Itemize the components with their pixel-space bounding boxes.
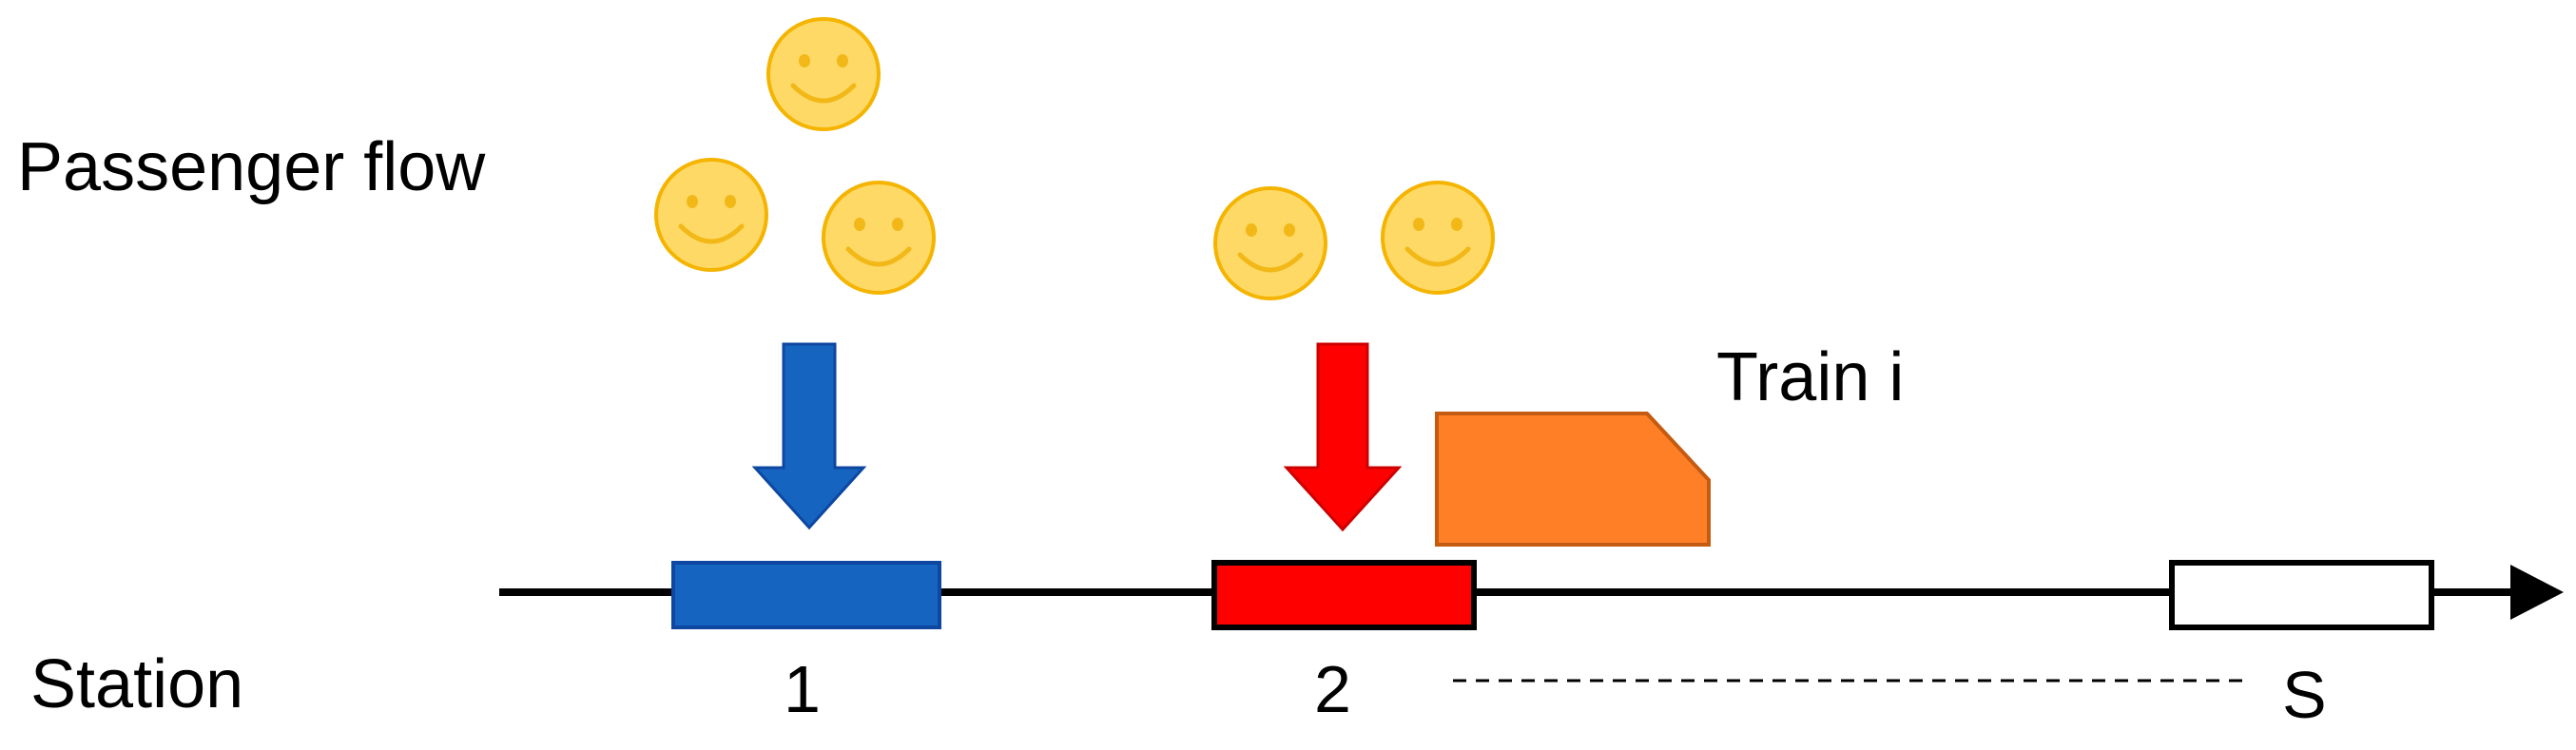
station-1-block bbox=[671, 561, 941, 629]
station-number-2: 2 bbox=[1314, 652, 1351, 726]
train-shape-icon bbox=[1435, 412, 1711, 547]
passenger-flow-label: Passenger flow bbox=[17, 129, 486, 205]
station-number-s: S bbox=[2282, 658, 2327, 732]
station-s-block bbox=[2169, 560, 2434, 630]
station-2-block bbox=[1211, 560, 1477, 630]
station-label: Station bbox=[30, 646, 244, 722]
track-arrowhead bbox=[2510, 565, 2564, 620]
train-label: Train i bbox=[1716, 339, 1905, 415]
passenger-smiley-icon bbox=[1215, 188, 1326, 298]
passenger-smiley-icon bbox=[823, 183, 934, 293]
passenger-flow-arrow-1 bbox=[751, 342, 867, 530]
passenger-smiley-icon bbox=[656, 160, 766, 270]
passenger-flow-arrow-2 bbox=[1283, 342, 1403, 532]
station-number-1: 1 bbox=[784, 652, 821, 726]
passenger-smiley-icon bbox=[768, 19, 879, 129]
passenger-smiley-icon bbox=[1383, 183, 1493, 293]
